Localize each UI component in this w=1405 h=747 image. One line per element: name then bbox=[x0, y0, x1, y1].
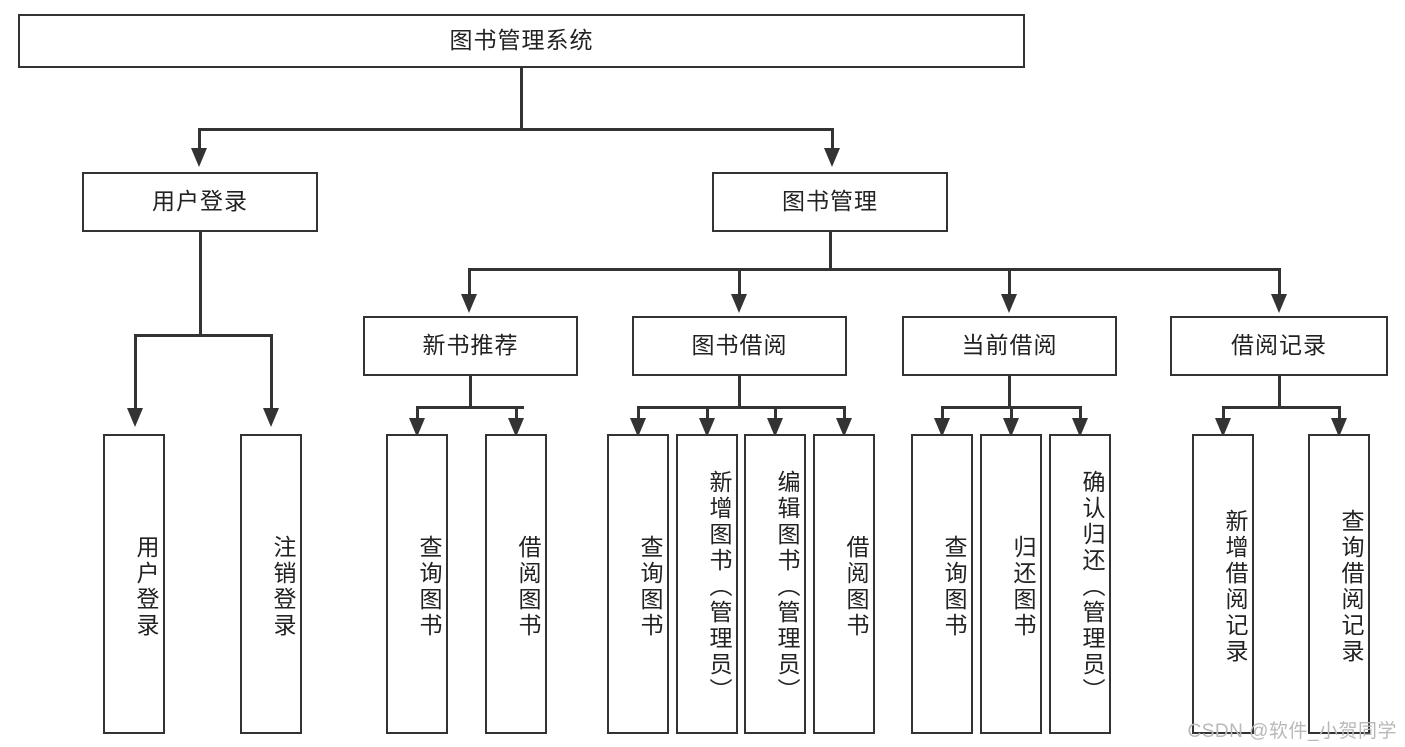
leaf-label: 查询图书 bbox=[416, 535, 442, 639]
connector-root-to-book-management bbox=[831, 128, 834, 150]
arrowhead-to-book-borrow bbox=[731, 294, 747, 313]
arrowhead-to-current-borrow bbox=[1001, 294, 1017, 313]
node-label: 新书推荐 bbox=[422, 332, 519, 359]
arrowhead-borrow-record-leaf-1 bbox=[1215, 418, 1231, 437]
connector-new-book-stem bbox=[469, 376, 472, 408]
leaf-borrow-record-query-record[interactable]: 查询借阅记录 bbox=[1308, 434, 1370, 734]
connector-book-borrow-leaf-2 bbox=[706, 406, 709, 420]
node-book-management[interactable]: 图书管理 bbox=[712, 172, 948, 232]
watermark-text: CSDN @软件_小贺同学 bbox=[1187, 721, 1397, 742]
arrowhead-to-new-book-recommend bbox=[461, 294, 477, 313]
arrowhead-to-borrow-record bbox=[1271, 294, 1287, 313]
connector-bm-to-new-book bbox=[468, 268, 471, 296]
connector-book-borrow-bus bbox=[637, 406, 843, 409]
node-current-borrow[interactable]: 当前借阅 bbox=[902, 316, 1117, 376]
arrowhead-book-borrow-leaf-4 bbox=[836, 418, 852, 437]
arrowhead-new-book-leaf-2 bbox=[508, 418, 524, 437]
leaf-current-borrow-return-book[interactable]: 归还图书 bbox=[980, 434, 1042, 734]
leaf-label: 归还图书 bbox=[1010, 535, 1036, 639]
connector-current-borrow-stem bbox=[1008, 376, 1011, 408]
connector-current-borrow-leaf-2 bbox=[1010, 406, 1013, 420]
leaf-label: 查询图书 bbox=[941, 535, 967, 639]
connector-user-login-to-leaf-1 bbox=[134, 334, 137, 410]
connector-user-login-bus bbox=[134, 334, 272, 337]
leaf-current-borrow-confirm-return-admin[interactable]: 确认归还（管理员） bbox=[1049, 434, 1111, 734]
node-label: 图书管理系统 bbox=[449, 27, 594, 54]
node-label: 图书借阅 bbox=[691, 332, 788, 359]
arrowhead-new-book-leaf-1 bbox=[409, 418, 425, 437]
arrowhead-book-borrow-leaf-2 bbox=[699, 418, 715, 437]
node-root-book-management-system[interactable]: 图书管理系统 bbox=[18, 14, 1025, 68]
arrowhead-user-login-leaf-2 bbox=[263, 408, 279, 427]
leaf-current-borrow-query-book[interactable]: 查询图书 bbox=[911, 434, 973, 734]
connector-book-borrow-leaf-1 bbox=[637, 406, 640, 420]
connector-borrow-record-leaf-2 bbox=[1338, 406, 1341, 420]
arrowhead-user-login-leaf-1 bbox=[127, 408, 143, 427]
node-label: 借阅记录 bbox=[1231, 332, 1327, 359]
connector-new-book-leaf-2 bbox=[515, 406, 518, 420]
leaf-borrow-record-add-record[interactable]: 新增借阅记录 bbox=[1192, 434, 1254, 734]
connector-current-borrow-leaf-3 bbox=[1079, 406, 1082, 420]
arrowhead-book-borrow-leaf-1 bbox=[630, 418, 646, 437]
node-new-book-recommend[interactable]: 新书推荐 bbox=[363, 316, 578, 376]
connector-book-management-stem bbox=[829, 232, 832, 270]
connector-bm-to-book-borrow bbox=[738, 268, 741, 296]
connector-root-bus bbox=[198, 128, 833, 131]
connector-user-login-stem bbox=[199, 232, 202, 336]
arrowhead-book-borrow-leaf-3 bbox=[767, 418, 783, 437]
leaf-new-book-borrow-book[interactable]: 借阅图书 bbox=[485, 434, 547, 734]
connector-bm-to-current-borrow bbox=[1008, 268, 1011, 296]
leaf-label: 用户登录 bbox=[133, 535, 159, 639]
leaf-user-login-logout[interactable]: 注销登录 bbox=[240, 434, 302, 734]
leaf-label: 查询图书 bbox=[637, 535, 663, 639]
connector-book-borrow-stem bbox=[738, 376, 741, 408]
leaf-user-login-login[interactable]: 用户登录 bbox=[103, 434, 165, 734]
leaf-label: 查询借阅记录 bbox=[1338, 509, 1364, 665]
leaf-label: 借阅图书 bbox=[515, 535, 541, 639]
leaf-label: 新增借阅记录 bbox=[1222, 509, 1248, 665]
arrowhead-current-borrow-leaf-3 bbox=[1072, 418, 1088, 437]
connector-new-book-leaf-1 bbox=[416, 406, 419, 420]
connector-root-to-user-login bbox=[198, 128, 201, 150]
connector-new-book-bus bbox=[416, 406, 524, 409]
connector-bm-to-borrow-record bbox=[1278, 268, 1281, 296]
leaf-book-borrow-add-book-admin[interactable]: 新增图书（管理员） bbox=[676, 434, 738, 734]
leaf-book-borrow-edit-book-admin[interactable]: 编辑图书（管理员） bbox=[744, 434, 806, 734]
leaf-book-borrow-borrow-book[interactable]: 借阅图书 bbox=[813, 434, 875, 734]
connector-book-management-bus bbox=[468, 268, 1280, 271]
leaf-label: 新增图书（管理员） bbox=[706, 470, 732, 704]
leaf-label: 确认归还（管理员） bbox=[1079, 470, 1105, 704]
arrowhead-current-borrow-leaf-1 bbox=[934, 418, 950, 437]
node-borrow-record[interactable]: 借阅记录 bbox=[1170, 316, 1388, 376]
connector-borrow-record-bus bbox=[1222, 406, 1338, 409]
connector-root-stem bbox=[520, 68, 523, 129]
leaf-label: 编辑图书（管理员） bbox=[774, 470, 800, 704]
connector-current-borrow-leaf-1 bbox=[941, 406, 944, 420]
connector-borrow-record-leaf-1 bbox=[1222, 406, 1225, 420]
arrowhead-current-borrow-leaf-2 bbox=[1003, 418, 1019, 437]
leaf-book-borrow-query-book[interactable]: 查询图书 bbox=[607, 434, 669, 734]
arrowhead-to-book-management bbox=[824, 148, 840, 167]
connector-book-borrow-leaf-4 bbox=[843, 406, 846, 420]
node-book-borrow[interactable]: 图书借阅 bbox=[632, 316, 847, 376]
connector-borrow-record-stem bbox=[1278, 376, 1281, 408]
leaf-label: 注销登录 bbox=[270, 535, 296, 639]
arrowhead-to-user-login bbox=[191, 148, 207, 167]
connector-book-borrow-leaf-3 bbox=[774, 406, 777, 420]
node-label: 当前借阅 bbox=[961, 332, 1058, 359]
leaf-new-book-query-book[interactable]: 查询图书 bbox=[386, 434, 448, 734]
node-label: 图书管理 bbox=[782, 188, 878, 215]
leaf-label: 借阅图书 bbox=[843, 535, 869, 639]
connector-user-login-to-leaf-2 bbox=[270, 334, 273, 410]
node-user-login[interactable]: 用户登录 bbox=[82, 172, 318, 232]
arrowhead-borrow-record-leaf-2 bbox=[1331, 418, 1347, 437]
node-label: 用户登录 bbox=[152, 188, 248, 215]
